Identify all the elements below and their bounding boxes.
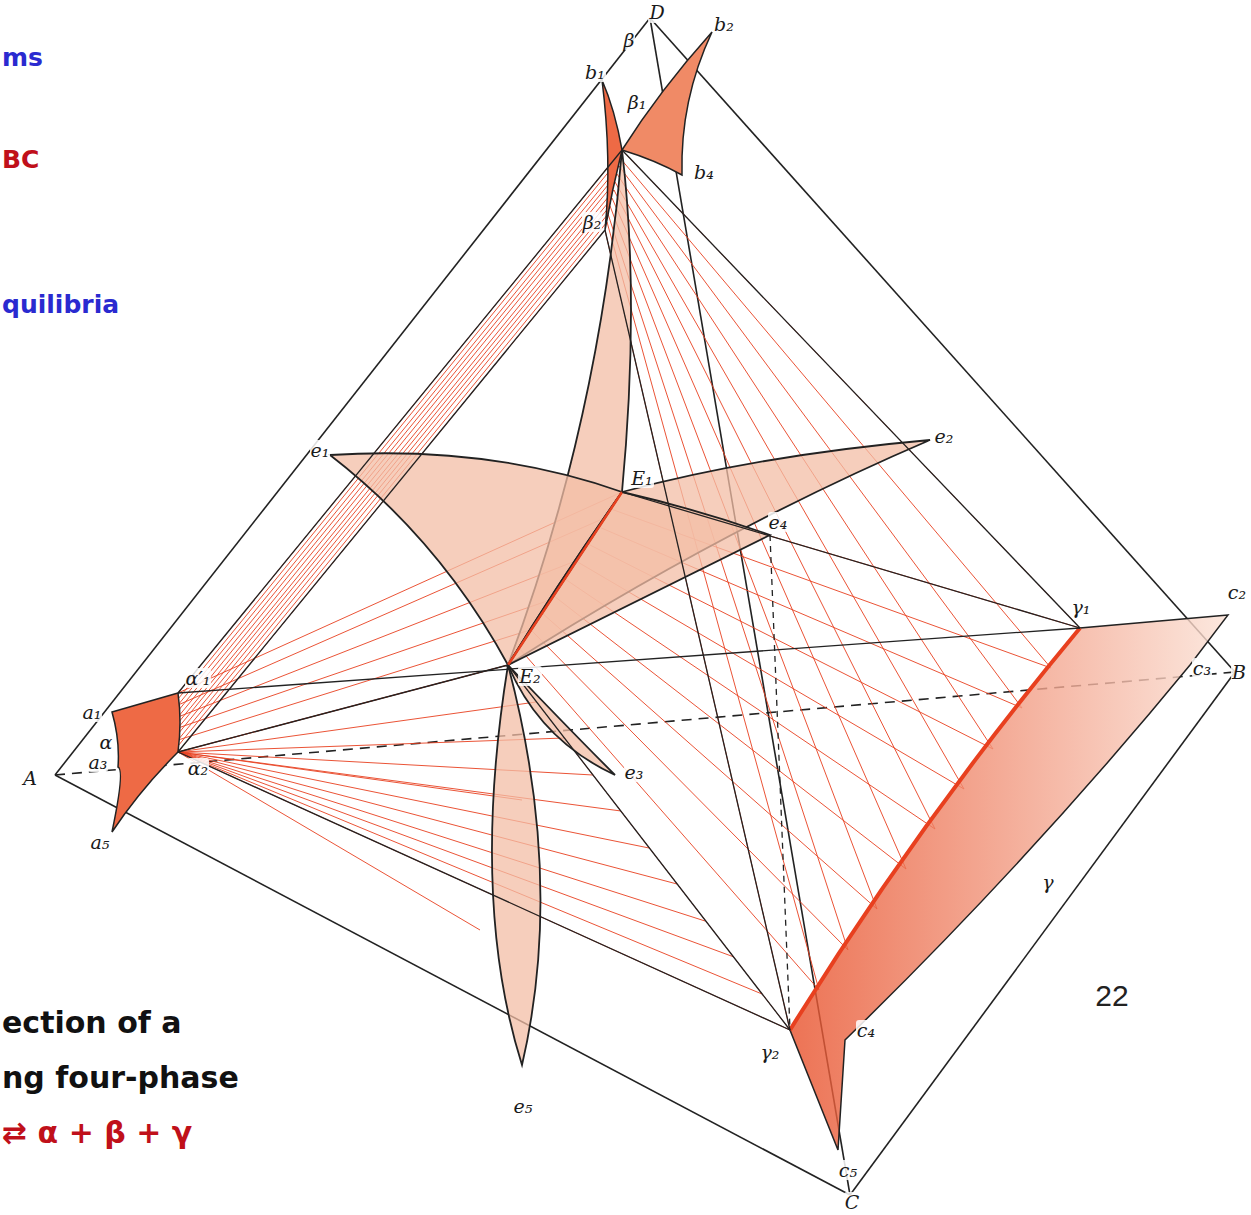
point-label: a₅ (90, 832, 111, 853)
surface-e2 (508, 440, 930, 665)
line-e4-gamma2 (770, 535, 790, 1030)
line-e1-gamma1 (622, 492, 1080, 628)
point-label: D (648, 2, 665, 23)
point-label: c₃ (1192, 658, 1212, 679)
triangle-lines (178, 150, 1080, 1030)
point-label: e₄ (768, 512, 789, 533)
point-label: e₂ (934, 426, 955, 447)
tie-band-beta-gamma (605, 150, 1080, 1030)
point-label: γ₂ (760, 1042, 781, 1063)
slide-text: ⇄ α + β + γ (2, 1116, 192, 1149)
point-label: e₁ (310, 440, 331, 461)
point-label: E₁ (630, 468, 654, 489)
point-label: B (1231, 662, 1247, 683)
point-label: a₁ (82, 702, 103, 723)
slide-text: ms (2, 44, 43, 72)
point-label: c₅ (838, 1160, 858, 1181)
point-label: e₅ (513, 1096, 534, 1117)
line-beta1-gamma1 (622, 150, 1080, 628)
gamma-edge (790, 628, 1080, 1030)
edge-db (650, 18, 1235, 672)
line-alpha2-e2 (178, 665, 508, 752)
page-number: 22 (1095, 979, 1128, 1012)
point-label: β₁ (627, 92, 648, 113)
point-label: β₂ (582, 212, 603, 233)
liquidus-surfaces (330, 150, 930, 1065)
point-label: α′₁ (185, 668, 212, 689)
slide-text: ection of a (2, 1006, 182, 1039)
slide-text: quilibria (2, 291, 119, 319)
point-label: α (99, 732, 114, 753)
point-label: e₃ (624, 762, 645, 783)
slide-text: BC (2, 146, 39, 174)
line-e2-gamma2 (508, 665, 790, 1030)
point-label: c₂ (1227, 582, 1247, 603)
line-alpha1-beta1 (178, 150, 622, 693)
tie-fan-alpha (178, 665, 790, 1030)
e1-e2-line (508, 492, 622, 665)
point-label: c₄ (856, 1020, 876, 1041)
line-alpha2-gamma2 (178, 752, 790, 1030)
beta-region-left (602, 80, 622, 230)
point-label: b₁ (584, 62, 606, 83)
point-label: a₃ (88, 752, 109, 773)
slide-text: ng four-phase (2, 1061, 239, 1094)
point-label: β (623, 30, 636, 51)
single-phase-regions (112, 32, 1228, 1150)
point-label: γ₁ (1071, 597, 1092, 618)
surface-e4 (508, 492, 770, 665)
alpha-region (112, 693, 180, 832)
line-alpha1-gamma1 (178, 628, 1080, 693)
surface-e1 (330, 453, 622, 665)
tie-band-alpha-beta (178, 150, 622, 752)
point-label: A (22, 768, 38, 789)
point-label: E₂ (518, 666, 542, 687)
point-label: C (844, 1192, 861, 1213)
beta-region-right (622, 32, 712, 175)
point-label: γ (1041, 872, 1054, 893)
gamma-region (790, 615, 1228, 1150)
point-label: b₄ (693, 162, 715, 183)
point-label: b₂ (713, 14, 735, 35)
tetrahedron-edges (55, 18, 1235, 1195)
point-label: α₂ (187, 758, 209, 779)
surface-e5 (492, 665, 541, 1065)
edge-da (55, 18, 650, 775)
line-alpha2-beta2 (178, 230, 605, 752)
